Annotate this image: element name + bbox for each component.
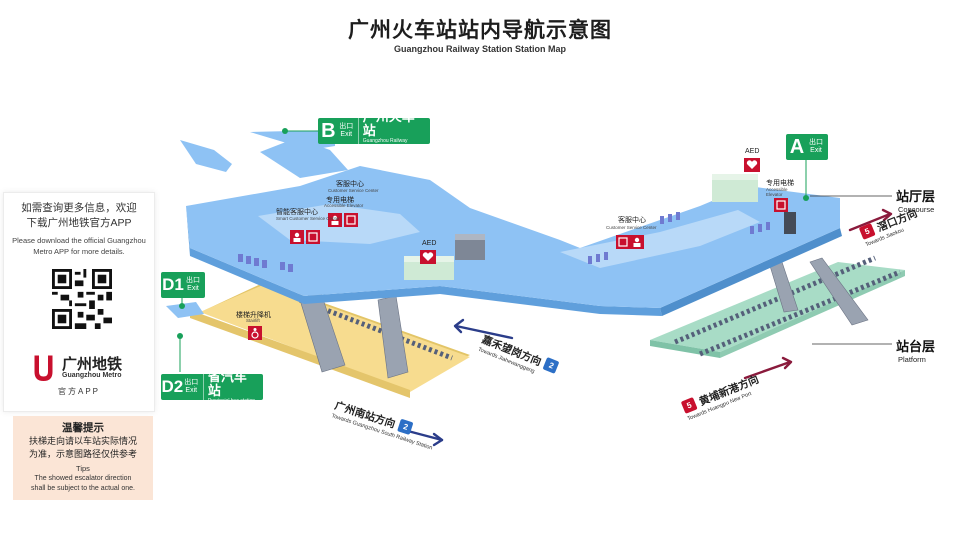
app-info-cn: 如需查询更多信息，欢迎下载广州地铁官方APP	[21, 202, 137, 229]
poi-service-center-2-en: Customer Service Center	[606, 225, 657, 230]
poi-stairlift-en: Stairlift	[246, 318, 260, 323]
tips-cn: 扶梯走向请以车站实际情况为准，示意图路径仅供参考	[28, 436, 137, 459]
aed-icon-2	[744, 158, 760, 172]
poi-stairlift: 楼梯升降机	[236, 312, 271, 319]
service-center-icon-1	[328, 213, 342, 227]
concourse-label: 站厅层 Concourse	[896, 189, 936, 214]
exit-b-name-en: Guangzhou Railway Station	[362, 138, 408, 151]
wheelchair-icon	[248, 326, 262, 340]
poi-service-center-2: 客服中心	[618, 217, 646, 224]
poi-smart-service-en: Smart Customer Service Center	[276, 216, 340, 221]
exit-d2-name-en: Provincial bus station	[207, 397, 256, 404]
tips-en-title: Tips	[76, 464, 90, 473]
map-subtitle: Guangzhou Railway Station Station Map	[393, 44, 566, 54]
service-center-icon-2b	[616, 235, 630, 249]
poi-elevator-1: 专用电梯	[326, 197, 354, 204]
official-app-label: 官方APP	[57, 387, 100, 396]
fare-gates	[238, 212, 770, 272]
map-title: 广州火车站站内导航示意图	[348, 19, 612, 42]
level-leader-lines	[810, 195, 892, 345]
poi-smart-service: 智能客服中心	[276, 209, 318, 216]
poi-elevator-2: 专用电梯	[766, 180, 794, 187]
line2-badge: 2	[397, 418, 414, 436]
qr-code-icon[interactable]	[52, 269, 112, 329]
poi-service-center-1: 客服中心	[336, 181, 364, 188]
metro-name-en: Guangzhou Metro	[62, 372, 122, 379]
poi-elevator-2-en: Accessible Elevator	[766, 187, 788, 197]
tips-panel: 温馨提示 扶梯走向请以车站实际情况为准，示意图路径仅供参考 Tips The s…	[13, 416, 153, 500]
elevator-icon-1	[344, 213, 358, 227]
poi-aed-2: AED	[745, 148, 760, 155]
elevator-icon-2	[774, 198, 788, 212]
direction-arrows	[402, 208, 893, 447]
service-center-icon-2a	[630, 235, 644, 249]
line5-track-2	[699, 269, 901, 357]
smart-service-icon-b	[306, 230, 320, 244]
platform-label: 站台层 Platform	[896, 339, 936, 364]
poi-service-center-1-en: Customer Service Center	[328, 188, 379, 193]
poi-aed-1: AED	[422, 240, 437, 247]
metro-name: 广州地铁	[62, 356, 123, 373]
smart-service-icon-a	[290, 230, 304, 244]
poi-icons	[248, 158, 788, 340]
exit-d2-name: 省汽车站	[207, 368, 247, 398]
guangzhou-metro-logo-icon	[34, 355, 53, 381]
exit-b-name: 广州火车站	[362, 109, 415, 138]
poi-elevator-1-en: Accessible Elevator	[324, 203, 364, 208]
line5-track-1	[674, 255, 876, 345]
app-info-panel: 如需查询更多信息，欢迎下载广州地铁官方APP Please download t…	[3, 192, 155, 412]
tips-title: 温馨提示	[62, 422, 104, 434]
aed-icon-1	[420, 250, 436, 264]
